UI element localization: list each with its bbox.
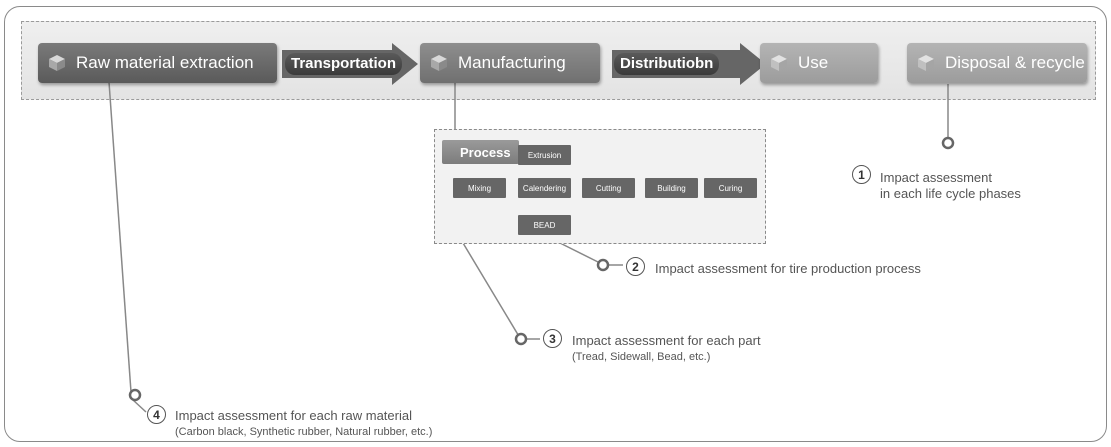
assessment-number-3: 3 (543, 329, 562, 348)
assessment-number-1: 1 (852, 165, 871, 184)
assessment-note-2: Impact assessment for tire production pr… (655, 261, 921, 276)
cube-icon (918, 55, 934, 71)
step-cutting: Cutting (582, 178, 635, 198)
pin-marker-1 (941, 136, 955, 150)
phase-raw-material-extraction: Raw material extraction (38, 43, 277, 83)
pin-marker-3 (514, 332, 528, 346)
assessment-note-4: Impact assessment for each raw material … (175, 408, 433, 438)
leader-line-3 (462, 242, 521, 339)
pin-marker-4 (128, 388, 142, 402)
connector-label-transportation: Transportation (285, 53, 403, 75)
leader-line-4 (108, 81, 132, 393)
step-extrusion: Extrusion (518, 145, 571, 165)
phase-use: Use (760, 43, 878, 83)
step-calendering: Calendering (518, 178, 571, 198)
phase-label: Disposal & recycle (945, 53, 1085, 72)
assessment-note-3: Impact assessment for each part (Tread, … (572, 333, 761, 363)
process-title: Process (442, 140, 519, 164)
phase-label: Manufacturing (458, 53, 566, 72)
phase-manufacturing: Manufacturing (420, 43, 600, 83)
assessment-note-1: Impact assessment in each life cycle pha… (880, 170, 1021, 201)
cube-icon (49, 55, 65, 71)
cube-icon (771, 55, 787, 71)
assessment-number-4: 4 (147, 405, 166, 424)
leader-line-4b (132, 399, 147, 413)
step-mixing: Mixing (453, 178, 506, 198)
phase-label: Use (798, 53, 829, 72)
assessment-number-2: 2 (626, 257, 645, 276)
leader-line-2 (557, 241, 603, 265)
step-building: Building (645, 178, 698, 198)
step-bead: BEAD (518, 215, 571, 235)
cube-icon (431, 55, 447, 71)
pin-marker-2 (596, 258, 610, 272)
connector-label-distribution: Distributiobn (614, 53, 720, 75)
phase-label: Raw material extraction (76, 53, 254, 72)
phase-disposal-recycle: Disposal & recycle (907, 43, 1087, 83)
step-curing: Curing (704, 178, 757, 198)
